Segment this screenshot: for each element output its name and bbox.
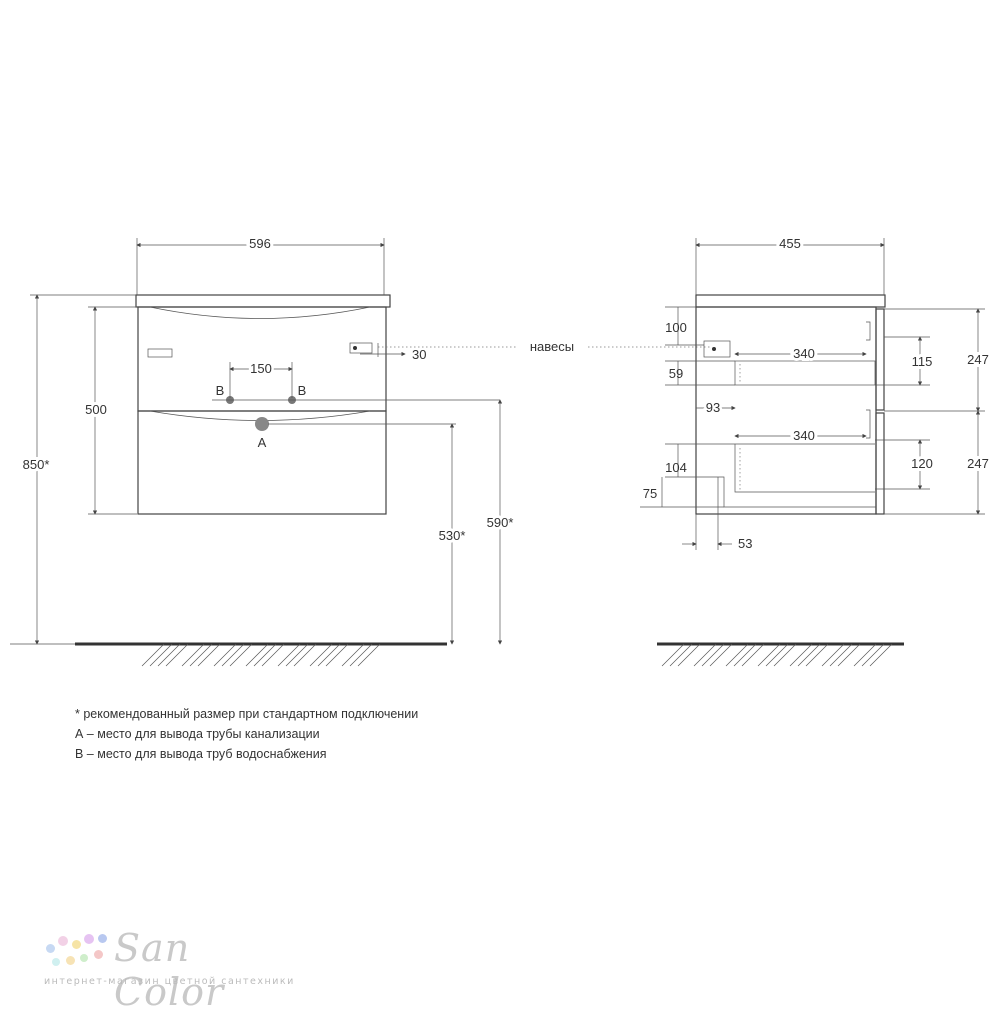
hinge-left-front xyxy=(147,348,173,358)
side-body xyxy=(695,306,877,515)
dim-100-label: 100 xyxy=(665,320,687,335)
front-upper-drawer xyxy=(137,306,387,412)
logo-tagline: интернет-магазин цветной сантехники xyxy=(44,976,295,987)
sancolor-logo: San Color интернет-магазин цветной санте… xyxy=(44,926,295,1014)
offset-30-label: 30 xyxy=(412,347,426,362)
dim-59-label: 59 xyxy=(669,366,683,381)
side-front-panel-bottom xyxy=(875,412,885,515)
side-depth-label: 455 xyxy=(779,236,801,251)
height-850-label: 850* xyxy=(23,457,50,472)
notes: * рекомендованный размер при стандартном… xyxy=(75,704,418,764)
drawer-bottom-depth-label: 340 xyxy=(793,428,815,443)
side-countertop xyxy=(695,294,886,308)
floor-hatch-side xyxy=(661,643,893,667)
basin-curve-top xyxy=(149,306,371,319)
side-lower-drawer xyxy=(734,443,875,493)
hinges-label: навесы xyxy=(530,339,574,354)
height-500-label: 500 xyxy=(85,402,107,417)
pipe-a xyxy=(255,417,269,431)
dim-104-label: 104 xyxy=(665,460,687,475)
height-530-label: 530* xyxy=(439,528,466,543)
dim-75-label: 75 xyxy=(643,486,657,501)
note-recommended: * рекомендованный размер при стандартном… xyxy=(75,707,419,721)
pipe-b-right-label: B xyxy=(298,383,307,398)
floor-hatch-front xyxy=(141,643,381,667)
dim-93-label: 93 xyxy=(706,400,720,415)
side-upper-drawer xyxy=(734,360,876,386)
height-115-label: 115 xyxy=(912,354,933,369)
height-120-label: 120 xyxy=(911,456,933,471)
pipe-spacing-label: 150 xyxy=(250,361,272,376)
side-front-panel-top xyxy=(875,308,885,411)
note-a: А – место для вывода трубы канализации xyxy=(75,727,320,741)
height-247-top-label: 247 xyxy=(967,352,989,367)
note-b: В – место для вывода труб водоснабжения xyxy=(75,747,327,761)
dim-53-label: 53 xyxy=(738,536,752,551)
drawer-top-depth-label: 340 xyxy=(793,346,815,361)
hinge-right-front xyxy=(349,342,373,354)
hinge-side xyxy=(703,340,731,358)
side-view: 455 340 340 100 59 93 104 75 53 xyxy=(640,233,992,667)
pipe-b-left-label: B xyxy=(216,383,225,398)
front-view: 596 150 B B A 30 500 850* 530* 590* xyxy=(10,233,516,667)
front-width-label: 596 xyxy=(249,236,271,251)
pipe-a-label: A xyxy=(258,435,267,450)
front-countertop xyxy=(135,294,391,308)
front-lower-drawer xyxy=(137,410,387,515)
logo-name: San Color xyxy=(114,926,225,1014)
height-590-label: 590* xyxy=(487,515,514,530)
side-notch xyxy=(718,476,876,508)
height-247-bottom-label: 247 xyxy=(967,456,989,471)
